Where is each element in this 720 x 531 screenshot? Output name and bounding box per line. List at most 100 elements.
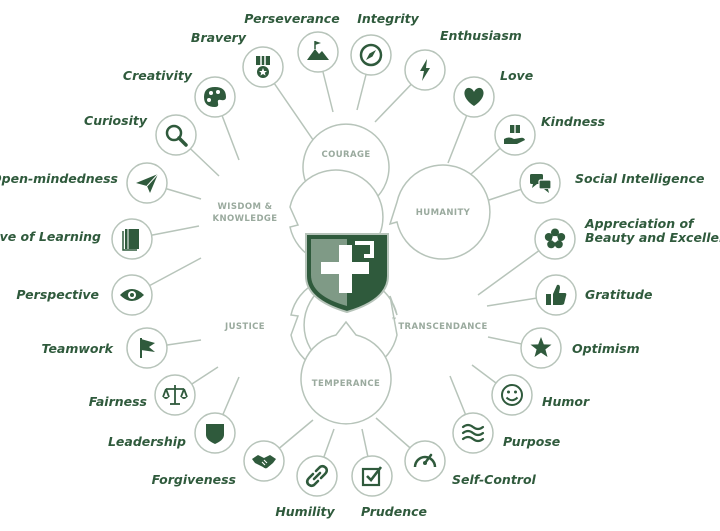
strength-label-text: Fairness — [88, 394, 147, 409]
strength-label-text: Open-mindedness — [0, 171, 118, 186]
strength-node-optimism — [520, 327, 562, 369]
magnifier-icon — [165, 124, 188, 147]
strength-node-gratitude — [535, 274, 577, 316]
strength-label-perseverance: Perseverance — [244, 12, 339, 26]
smiley-icon — [501, 384, 523, 406]
strength-label-text: Love of Learning — [0, 229, 101, 244]
plus-shield-logo: ™ — [305, 233, 397, 324]
strength-label-curiosity: Curiosity — [84, 114, 147, 128]
eye-icon — [120, 289, 144, 301]
strength-node-prudence — [351, 455, 393, 497]
flag-icon — [140, 338, 155, 358]
strength-node-love-of-learning — [111, 218, 153, 260]
strength-label-leadership: Leadership — [108, 435, 186, 449]
virtue-wisdom-title-line1: WISDOM & — [218, 202, 273, 212]
strength-node-love — [453, 76, 495, 118]
handshake-icon — [252, 455, 276, 469]
virtue-temperance-title: TEMPERANCE — [312, 379, 380, 389]
compass-icon — [359, 43, 383, 67]
strength-label-forgiveness: Forgiveness — [152, 473, 236, 487]
strength-circle — [491, 374, 533, 416]
strength-node-self-control — [404, 440, 446, 482]
strength-node-perseverance — [297, 31, 339, 73]
strength-label-text: Purpose — [503, 434, 561, 449]
strength-label-text: Perseverance — [244, 11, 340, 26]
virtue-humanity-bubble — [388, 164, 491, 260]
star-icon — [530, 337, 552, 357]
lightning-icon — [420, 59, 430, 81]
strength-label-text: Humor — [542, 394, 590, 409]
strength-label-open-mindedness: Open-mindedness — [0, 172, 118, 186]
strength-node-forgiveness — [243, 440, 285, 482]
virtue-humanity-title: HUMANITY — [416, 208, 471, 218]
strength-label-social-intelligence: Social Intelligence — [575, 172, 704, 186]
strength-label-gratitude: Gratitude — [585, 288, 652, 302]
strength-node-kindness — [494, 114, 536, 156]
strength-circle — [297, 31, 339, 73]
strength-label-integrity: Integrity — [357, 12, 419, 26]
strength-circle — [494, 114, 536, 156]
strength-label-perspective: Perspective — [16, 288, 99, 302]
strength-label-text: Curiosity — [84, 113, 147, 128]
strength-node-fairness — [154, 374, 196, 416]
strength-node-appreciation-of-beauty-and-excellence — [534, 218, 576, 260]
strength-label-text: Humility — [275, 504, 335, 519]
strength-node-purpose — [452, 412, 494, 454]
strength-label-creativity: Creativity — [123, 69, 192, 83]
strength-label-humility: Humility — [275, 505, 334, 519]
heart-icon — [464, 87, 484, 106]
strength-label-fairness: Fairness — [89, 395, 147, 409]
strength-nodes — [111, 31, 577, 497]
paper-plane-icon — [136, 173, 159, 193]
book-icon — [122, 229, 139, 251]
strength-label-text: Prudence — [360, 504, 428, 519]
strength-label-text: Optimism — [572, 341, 640, 356]
strength-label-bravery: Bravery — [191, 31, 246, 45]
strength-label-kindness: Kindness — [541, 115, 605, 129]
strength-node-open-mindedness — [126, 162, 168, 204]
strength-label-self-control: Self-Control — [452, 473, 536, 487]
waves-icon — [461, 423, 485, 443]
strength-label-text: Self-Control — [452, 472, 536, 487]
strength-label-teamwork: Teamwork — [42, 342, 113, 356]
strength-label-text: Forgiveness — [151, 472, 236, 487]
strength-node-humility — [296, 455, 338, 497]
virtue-wisdom-title-line2: KNOWLEDGE — [213, 214, 278, 224]
shield-icon — [206, 424, 224, 444]
virtue-bubbles: COURAGE WISDOM & KNOWLEDGE HUMANITY JUST… — [213, 123, 491, 425]
virtue-justice-title: JUSTICE — [224, 322, 265, 332]
flower-icon — [544, 228, 566, 249]
strength-label-text: Teamwork — [41, 341, 113, 356]
virtue-temperance-bubble — [300, 320, 392, 425]
virtue-transcendance-title: TRANSCENDANCE — [398, 322, 487, 332]
strength-label-humor: Humor — [542, 395, 589, 409]
thumbs-up-icon — [546, 284, 567, 305]
strength-label-text: Enthusiasm — [440, 28, 522, 43]
gift-hand-icon — [504, 125, 525, 144]
medal-icon — [256, 56, 270, 78]
strength-label-text: Kindness — [541, 114, 606, 129]
mountain-flag-icon — [307, 41, 329, 60]
link-icon — [305, 464, 329, 488]
strength-node-teamwork — [126, 327, 168, 369]
strength-node-leadership — [194, 412, 236, 454]
strength-node-curiosity — [155, 114, 197, 156]
virtue-humanity: HUMANITY — [388, 164, 491, 260]
virtue-temperance: TEMPERANCE — [300, 320, 392, 425]
scales-icon — [162, 385, 188, 405]
strength-node-humor — [491, 374, 533, 416]
strength-node-enthusiasm — [404, 49, 446, 91]
strength-node-social-intelligence — [519, 162, 561, 204]
strength-label-love-of-learning: Love of Learning — [0, 230, 101, 244]
strength-label-text: Leadership — [107, 434, 186, 449]
strength-label-prudence: Prudence — [361, 505, 427, 519]
strength-label-text: Bravery — [190, 30, 246, 45]
strength-label-text: Appreciation of — [585, 216, 694, 231]
strength-label-purpose: Purpose — [503, 435, 560, 449]
strength-label-text: Creativity — [122, 68, 192, 83]
strength-node-creativity — [194, 76, 236, 118]
chat-bubbles-icon — [530, 174, 552, 193]
